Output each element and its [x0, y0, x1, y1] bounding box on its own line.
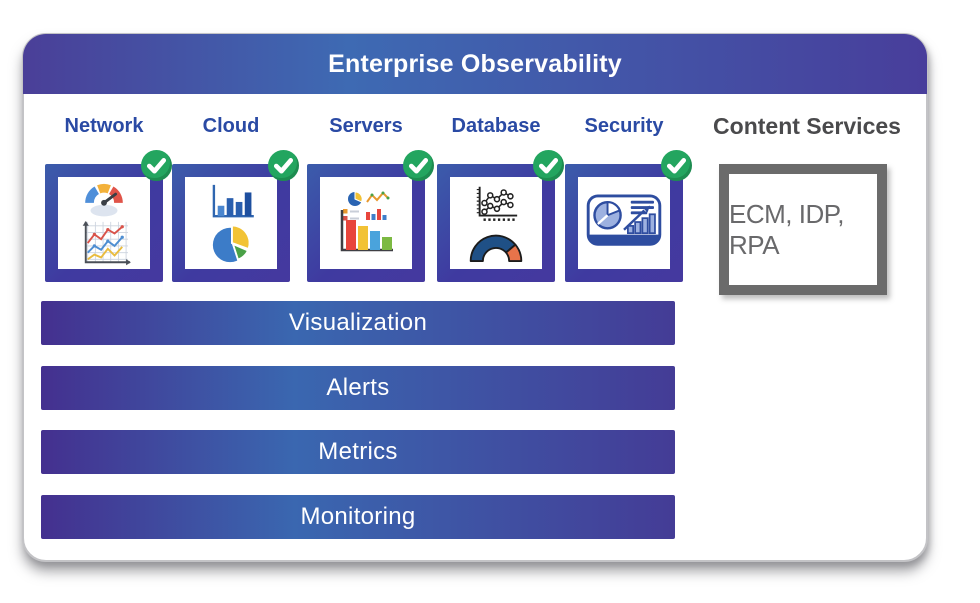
check-icon	[146, 158, 167, 174]
security-box-inner	[578, 177, 670, 269]
check-icon	[273, 158, 294, 174]
enterprise-observability-panel: Enterprise Observability Network	[22, 33, 928, 562]
analytics-dashboard-icon	[586, 194, 662, 246]
servers-box	[307, 150, 434, 282]
check-badge	[533, 150, 564, 181]
category-label-servers: Servers	[329, 115, 403, 137]
layer-bar-label: Visualization	[288, 309, 428, 336]
scatter-plot-icon	[476, 186, 518, 221]
check-badge	[268, 150, 299, 181]
layer-bar-monitoring: Monitoring	[41, 495, 675, 539]
stats-bar-chart-icon	[340, 191, 393, 252]
category-label-database: Database	[451, 115, 541, 137]
bar-chart-icon	[212, 184, 254, 217]
category-column-security: Security	[565, 111, 692, 282]
layer-bar-alerts: Alerts	[41, 366, 675, 410]
layer-bar-metrics: Metrics	[41, 430, 675, 474]
cloud-box	[172, 150, 299, 282]
content-services-box: ECM, IDP, RPA	[719, 164, 887, 295]
category-column-servers: Servers	[307, 111, 434, 282]
pie-chart-icon	[212, 223, 251, 262]
gauge-icon	[85, 183, 123, 216]
category-column-cloud: Cloud	[172, 111, 299, 282]
header-bar: Enterprise Observability	[23, 34, 927, 94]
security-box	[565, 150, 692, 282]
content-services-text: ECM, IDP, RPA	[729, 198, 844, 260]
layer-bar-label: Alerts	[326, 374, 390, 401]
category-label-cloud: Cloud	[202, 115, 260, 137]
database-box	[437, 150, 564, 282]
check-badge	[141, 150, 172, 181]
multi-line-chart-icon	[82, 220, 131, 265]
check-icon	[538, 158, 559, 174]
category-label-security: Security	[584, 115, 664, 137]
check-icon	[666, 158, 687, 174]
category-column-database: Database	[437, 111, 564, 282]
category-label-network: Network	[64, 115, 144, 137]
half-gauge-icon	[469, 234, 523, 262]
category-column-network: Network	[45, 111, 172, 282]
servers-box-inner	[320, 177, 412, 269]
page-title: Enterprise Observability	[328, 49, 622, 78]
network-box	[45, 150, 172, 282]
cloud-box-inner	[185, 177, 277, 269]
check-badge	[403, 150, 434, 181]
check-icon	[408, 158, 429, 174]
content-services-label: Content Services	[713, 113, 901, 139]
database-box-inner	[450, 177, 542, 269]
layer-bar-label: Monitoring	[300, 503, 416, 530]
network-box-inner	[58, 177, 150, 269]
check-badge	[661, 150, 692, 181]
layer-bar-visualization: Visualization	[41, 301, 675, 345]
layer-bar-label: Metrics	[318, 438, 398, 465]
